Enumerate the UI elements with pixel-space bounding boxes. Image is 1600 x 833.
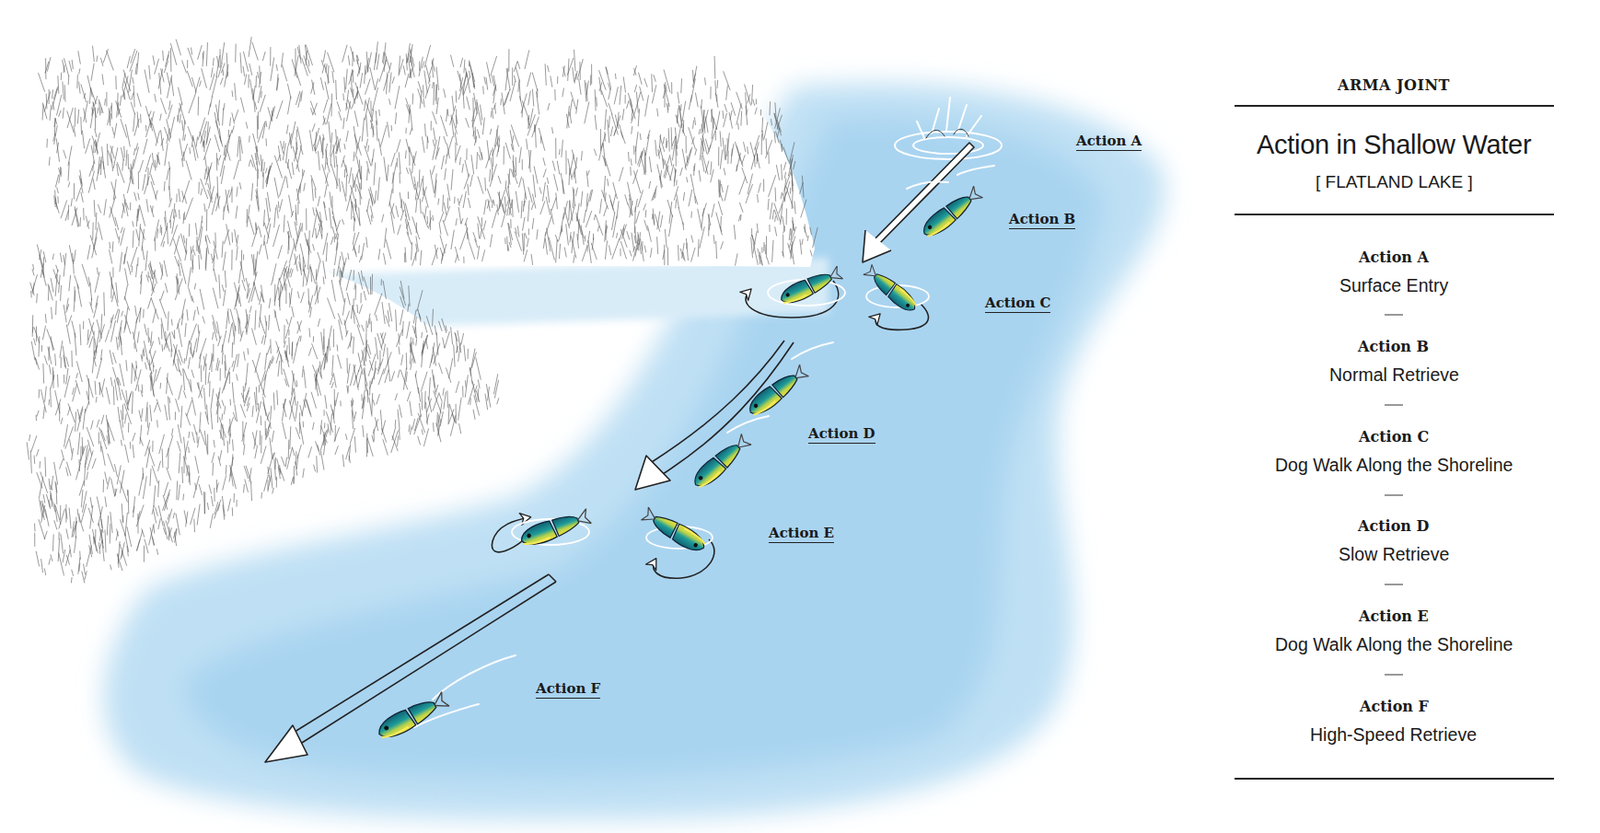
- list-action-name: Action E: [1358, 607, 1429, 626]
- reed-texture: [26, 36, 818, 584]
- action-label: Action A: [1076, 132, 1142, 151]
- list-action-name: Action B: [1357, 337, 1429, 356]
- list-action-description: Dog Walk Along the Shoreline: [1275, 634, 1513, 656]
- diagram-title: Action in Shallow Water: [1256, 129, 1531, 161]
- list-action-description: Surface Entry: [1339, 275, 1449, 297]
- list-action-description: High-Speed Retrieve: [1310, 724, 1477, 746]
- list-action-description: Normal Retrieve: [1329, 364, 1460, 386]
- list-action-description: Slow Retrieve: [1338, 544, 1450, 566]
- list-action-name: Action A: [1358, 248, 1429, 267]
- list-action-name: Action F: [1359, 697, 1429, 716]
- action-label: Action E: [768, 524, 835, 544]
- action-label: Action F: [535, 680, 601, 699]
- list-action-name: Action C: [1358, 428, 1429, 446]
- list-action-description: Dog Walk Along the Shoreline: [1275, 454, 1513, 476]
- action-label: Action B: [1008, 210, 1076, 230]
- brand-name: ARMA JOINT: [1337, 76, 1450, 94]
- location-subtitle: [ FLATLAND LAKE ]: [1315, 172, 1473, 193]
- list-action-name: Action D: [1357, 517, 1429, 535]
- action-label: Action D: [808, 425, 876, 444]
- action-label: Action C: [985, 294, 1051, 314]
